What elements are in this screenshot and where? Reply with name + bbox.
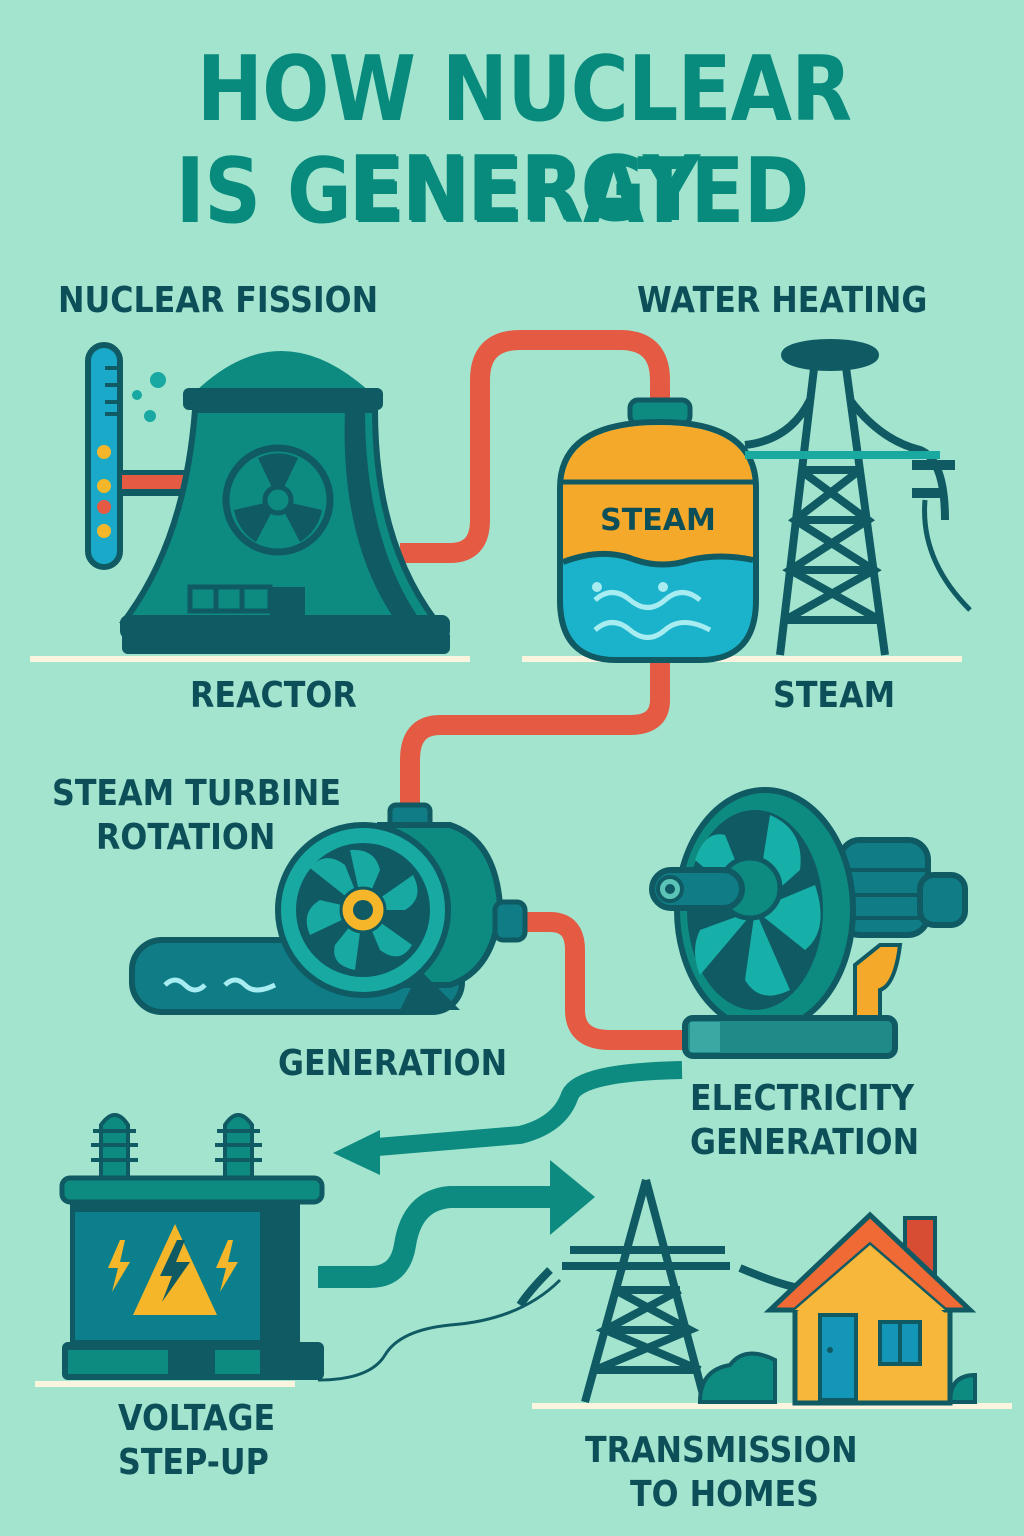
label-reactor: REACTOR — [190, 675, 357, 716]
ground-line — [522, 656, 962, 662]
ground-line — [30, 656, 470, 662]
page-title-line-2: IS GENERATED — [175, 139, 809, 244]
label-steam-turbine-line1: STEAM TURBINE — [52, 773, 341, 814]
flow-arrow — [318, 1186, 555, 1288]
reactor-icon — [85, 342, 450, 654]
page-title-line-1: HOW NUCLEAR ENERGY — [196, 37, 852, 242]
label-electricity-generation-line2: GENERATION — [690, 1122, 920, 1163]
generator-icon — [649, 787, 968, 1059]
power-cable — [317, 1278, 562, 1382]
transformer-icon — [59, 1113, 325, 1380]
label-generation: GENERATION — [278, 1043, 508, 1084]
label-water-heating: WATER HEATING — [637, 280, 928, 321]
tank-label: STEAM — [600, 503, 716, 538]
flow-arrow — [364, 1061, 683, 1157]
steam-pipe — [400, 330, 670, 563]
label-electricity-generation-line1: ELECTRICITY — [690, 1078, 915, 1119]
ground-line — [532, 1403, 1012, 1409]
house-icon — [697, 1211, 977, 1406]
label-steam-turbine-line2: ROTATION — [96, 817, 276, 858]
label-voltage-step-up-line2: STEP-UP — [118, 1442, 269, 1483]
arrow-head-right-icon — [550, 1160, 595, 1235]
label-nuclear-fission: NUCLEAR FISSION — [58, 280, 379, 321]
label-transmission-line2: TO HOMES — [630, 1474, 820, 1515]
transmission-tower-icon — [516, 1178, 801, 1404]
steam-tank-icon — [557, 397, 759, 663]
label-steam: STEAM — [773, 675, 896, 716]
label-voltage-step-up-line1: VOLTAGE — [118, 1398, 276, 1439]
steam-pipe — [520, 912, 690, 1050]
steam-pipe — [400, 660, 670, 810]
label-transmission-line1: TRANSMISSION — [585, 1430, 858, 1471]
arrow-head-left-icon — [333, 1130, 380, 1175]
ground-line — [35, 1381, 295, 1387]
transmission-tower-icon — [744, 339, 972, 656]
turbine-icon — [129, 802, 528, 1015]
